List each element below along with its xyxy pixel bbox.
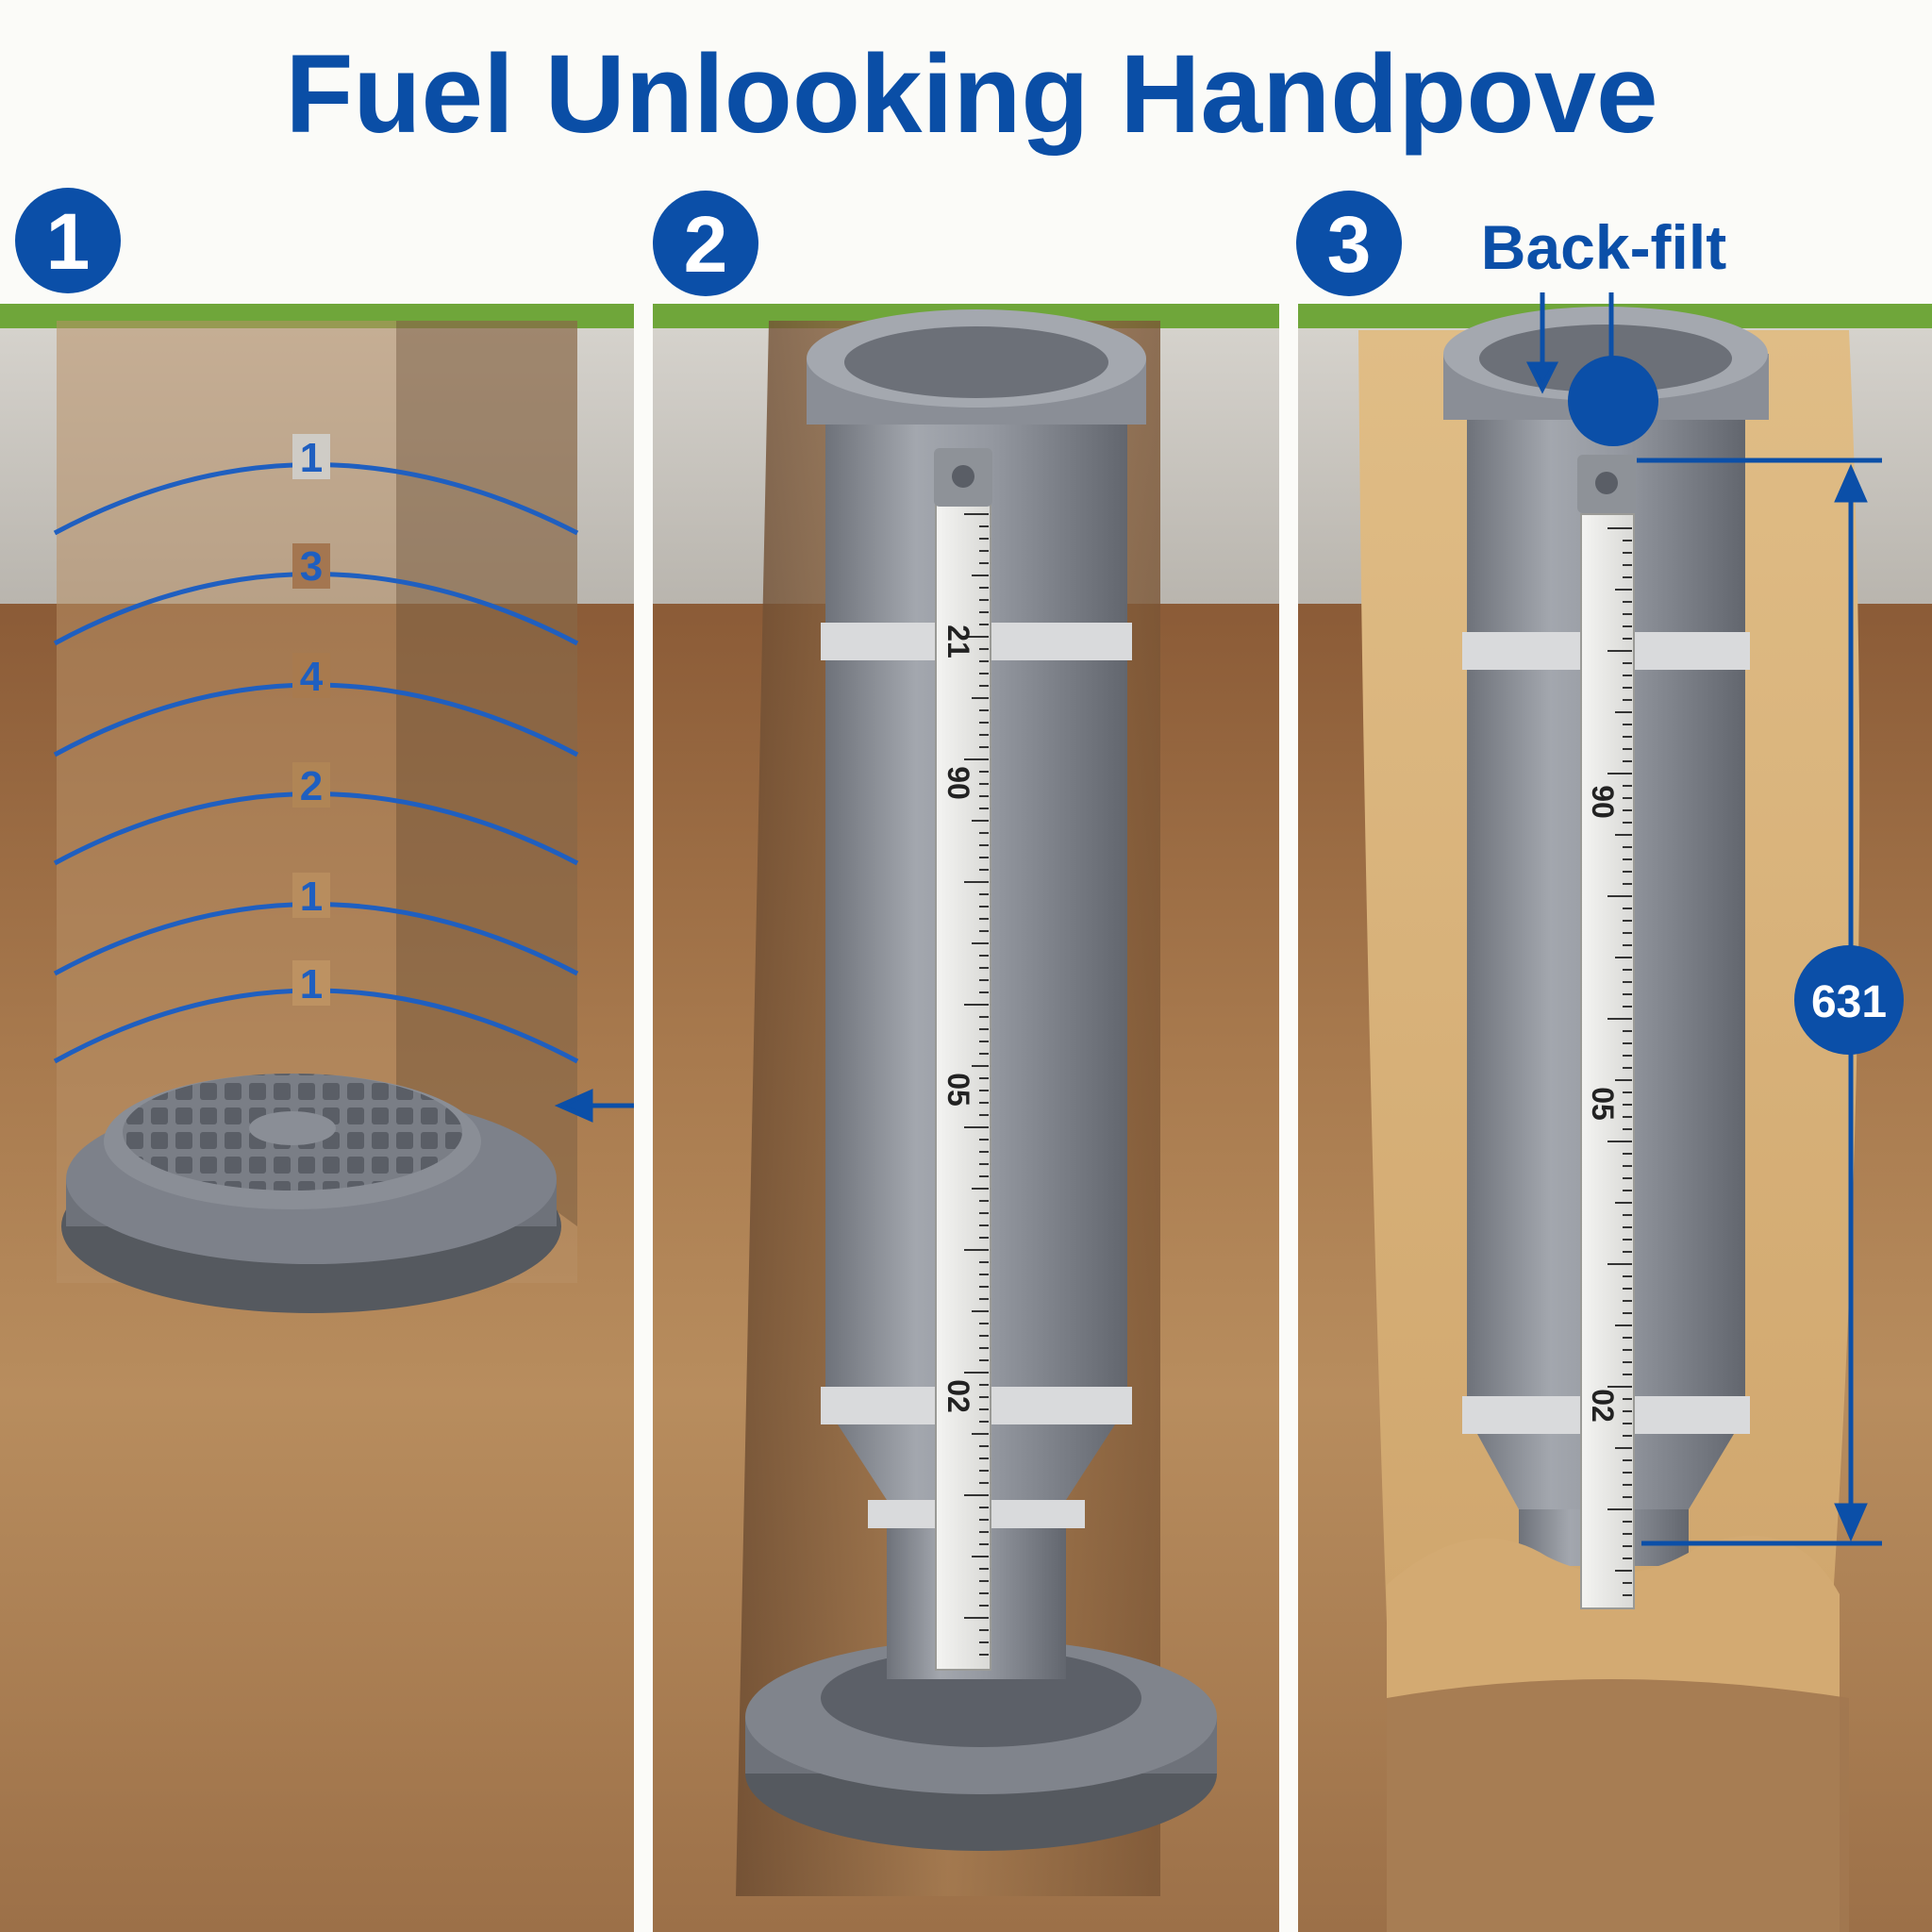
panel-2: 21 90 05 02	[653, 304, 1279, 1932]
ruler-label: 90	[1586, 785, 1620, 819]
step-badge-2: 2	[653, 191, 758, 296]
panel-3: 90 05 02 631	[1298, 304, 1932, 1932]
soil-lower	[1387, 1679, 1849, 1932]
measuring-ruler-icon	[1577, 455, 1636, 1608]
layer-label-6: 1	[300, 961, 323, 1008]
backfill-callout: Back-filt	[1481, 212, 1726, 282]
height-dimension-value: 631	[1811, 977, 1887, 1027]
step-number-1: 1	[46, 197, 91, 286]
step-number-2: 2	[684, 200, 728, 289]
ruler-label: 21	[941, 625, 975, 658]
layer-label-2: 3	[300, 543, 323, 590]
layer-label-4: 2	[300, 763, 323, 809]
page-title: Fuel Unlooking Handpove	[285, 32, 1657, 157]
ruler-label: 02	[1586, 1389, 1620, 1423]
layer-label-3: 4	[300, 654, 324, 700]
panel-divider	[1279, 283, 1298, 1932]
ruler-label: 02	[941, 1379, 975, 1413]
dimension-badge: 631	[1794, 945, 1904, 1055]
step-number-3: 3	[1327, 200, 1372, 289]
hole-shadow	[396, 321, 577, 1226]
ruler-label: 90	[941, 766, 975, 800]
step-badge-3: 3	[1296, 191, 1402, 296]
layer-label-5: 1	[300, 874, 323, 920]
panel-divider	[634, 283, 653, 1932]
ruler-label: 05	[941, 1073, 975, 1107]
ruler-label: 05	[1586, 1087, 1620, 1121]
layer-label-1: 1	[300, 435, 323, 481]
step-badge-1: 1	[15, 188, 121, 293]
